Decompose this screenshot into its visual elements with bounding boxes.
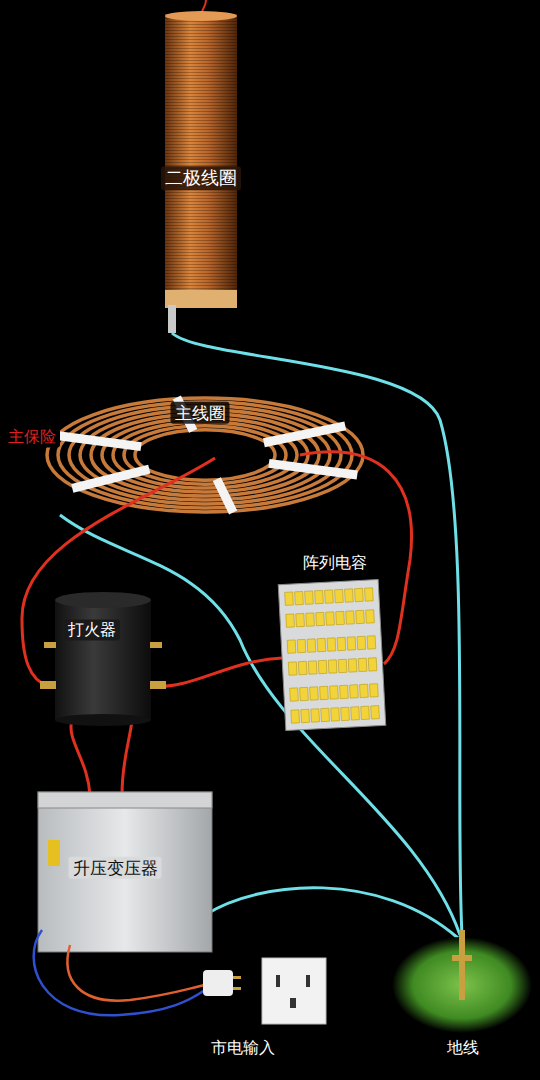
capacitor bbox=[366, 610, 375, 623]
capacitor bbox=[370, 684, 379, 697]
capacitor bbox=[300, 687, 309, 700]
hv-wire bbox=[71, 720, 90, 795]
component-label: 市电输入 bbox=[207, 1037, 279, 1058]
capacitor bbox=[298, 661, 307, 674]
capacitor bbox=[336, 611, 345, 624]
capacitor bbox=[361, 706, 370, 719]
component-label: 地线 bbox=[443, 1037, 483, 1058]
capacitor bbox=[290, 688, 299, 701]
capacitor bbox=[345, 589, 354, 602]
capacitor bbox=[341, 707, 350, 720]
capacitor bbox=[308, 661, 317, 674]
component-label: 主保险 bbox=[4, 426, 60, 447]
transformer bbox=[38, 792, 212, 952]
coil-support bbox=[264, 426, 345, 443]
capacitor bbox=[368, 658, 377, 671]
component-label: 阵列电容 bbox=[299, 552, 371, 573]
capacitor bbox=[358, 658, 367, 671]
capacitor bbox=[305, 591, 314, 604]
capacitor bbox=[340, 685, 349, 698]
capacitor bbox=[286, 614, 295, 627]
spark-gap bbox=[40, 592, 166, 726]
capacitor bbox=[317, 638, 326, 651]
capacitor bbox=[301, 709, 310, 722]
capacitor bbox=[307, 639, 316, 652]
capacitor bbox=[367, 636, 376, 649]
capacitor bbox=[338, 659, 347, 672]
mains-cable bbox=[34, 930, 205, 1015]
wall-socket bbox=[262, 958, 326, 1024]
primary-turn bbox=[113, 422, 297, 488]
ground-rod bbox=[392, 930, 532, 1033]
capacitor bbox=[351, 707, 360, 720]
capacitor bbox=[348, 659, 357, 672]
primary-turn bbox=[91, 414, 319, 496]
primary-coil bbox=[47, 398, 363, 513]
capacitor bbox=[287, 640, 296, 653]
capacitor bbox=[360, 684, 369, 697]
capacitor bbox=[297, 639, 306, 652]
capacitor bbox=[327, 638, 336, 651]
capacitor bbox=[291, 710, 300, 723]
coil-support bbox=[53, 435, 141, 447]
component-label: 升压变压器 bbox=[69, 857, 162, 879]
coil-support bbox=[217, 479, 233, 512]
capacitor bbox=[315, 590, 324, 603]
capacitor bbox=[350, 685, 359, 698]
capacitor bbox=[365, 588, 374, 601]
primary-turn bbox=[47, 398, 363, 512]
capacitor bbox=[285, 592, 294, 605]
capacitor bbox=[328, 660, 337, 673]
capacitor bbox=[306, 613, 315, 626]
ground-wire bbox=[205, 888, 458, 938]
capacitor bbox=[288, 662, 297, 675]
capacitor bbox=[346, 611, 355, 624]
capacitor bbox=[326, 612, 335, 625]
capacitor bbox=[355, 588, 364, 601]
capacitor bbox=[321, 708, 330, 721]
capacitor bbox=[371, 706, 380, 719]
hv-wire bbox=[154, 658, 282, 686]
primary-turn bbox=[102, 418, 308, 492]
plug bbox=[203, 970, 241, 996]
coil-support bbox=[269, 463, 357, 475]
capacitor bbox=[331, 708, 340, 721]
mains-cable bbox=[68, 945, 206, 1001]
component-label: 主线圈 bbox=[171, 402, 230, 424]
coil-support bbox=[72, 469, 149, 488]
component-label: 二极线圈 bbox=[161, 166, 241, 190]
capacitor bbox=[320, 686, 329, 699]
capacitor bbox=[316, 612, 325, 625]
capacitor bbox=[337, 637, 346, 650]
capacitor-array bbox=[278, 579, 386, 730]
capacitor bbox=[356, 610, 365, 623]
capacitor bbox=[335, 589, 344, 602]
capacitor bbox=[311, 709, 320, 722]
primary-turn bbox=[135, 430, 275, 480]
capacitor bbox=[310, 687, 319, 700]
capacitor bbox=[357, 636, 366, 649]
capacitor bbox=[296, 613, 305, 626]
capacitor bbox=[330, 686, 339, 699]
capacitor bbox=[295, 591, 304, 604]
primary-turn bbox=[124, 426, 286, 484]
component-label: 打火器 bbox=[64, 619, 120, 640]
capacitor bbox=[325, 590, 334, 603]
capacitor bbox=[318, 660, 327, 673]
hv-wire bbox=[122, 720, 132, 795]
capacitor bbox=[347, 637, 356, 650]
